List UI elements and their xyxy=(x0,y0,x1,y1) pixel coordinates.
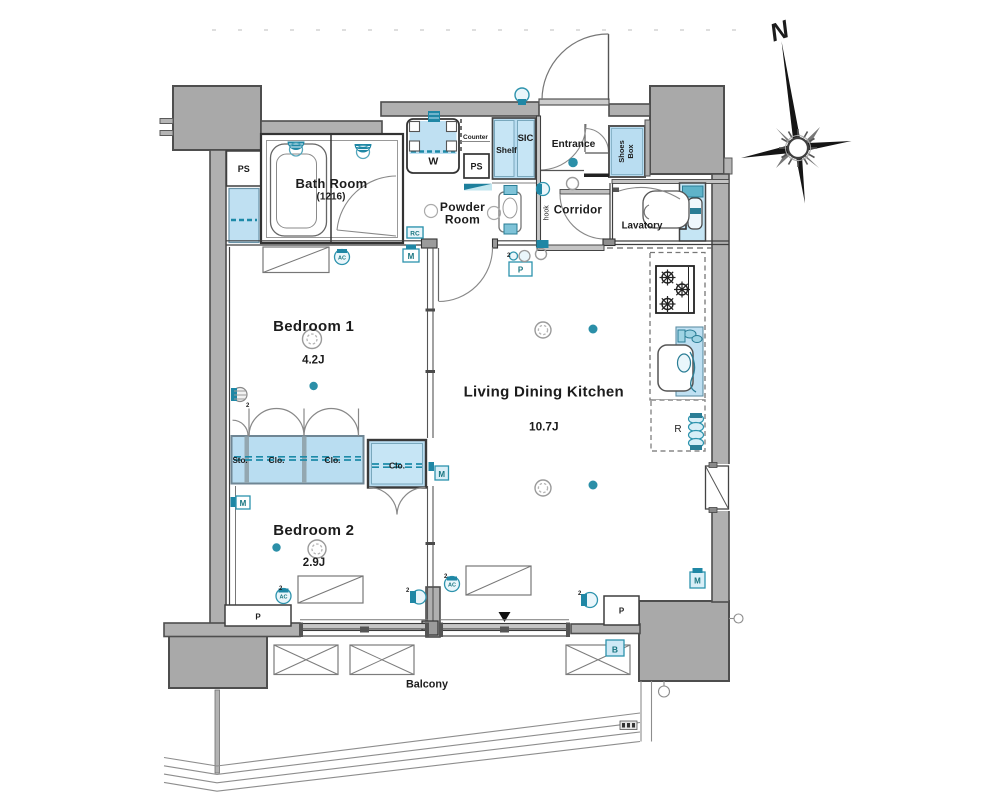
svg-text:AC: AC xyxy=(280,595,288,601)
svg-text:SIC: SIC xyxy=(518,133,534,144)
svg-text:Bedroom 2: Bedroom 2 xyxy=(273,522,354,539)
svg-text:Clo.: Clo. xyxy=(268,455,284,465)
svg-text:Box: Box xyxy=(626,144,635,159)
svg-text:Clo.: Clo. xyxy=(324,455,340,465)
svg-text:Bedroom 1: Bedroom 1 xyxy=(273,318,354,335)
svg-text:4.2J: 4.2J xyxy=(302,355,324,367)
svg-text:Shelf: Shelf xyxy=(496,145,517,155)
svg-text:Lavatory: Lavatory xyxy=(622,221,663,232)
svg-text:Living Dining Kitchen: Living Dining Kitchen xyxy=(464,384,624,401)
svg-text:R: R xyxy=(674,424,681,435)
svg-text:M: M xyxy=(438,470,445,479)
svg-text:Shoes: Shoes xyxy=(617,140,626,163)
svg-text:Counter: Counter xyxy=(463,134,488,141)
svg-text:Entrance: Entrance xyxy=(552,139,596,150)
svg-text:10.7J: 10.7J xyxy=(529,420,559,434)
svg-text:Balcony: Balcony xyxy=(406,679,448,691)
svg-text:2: 2 xyxy=(406,588,410,594)
svg-text:Room: Room xyxy=(445,213,480,227)
svg-text:Clo.: Clo. xyxy=(389,461,405,471)
svg-text:P: P xyxy=(518,266,524,275)
svg-text:(1216): (1216) xyxy=(317,192,346,203)
svg-text:B: B xyxy=(612,645,618,655)
svg-text:P: P xyxy=(255,613,261,622)
svg-text:AC: AC xyxy=(448,583,456,589)
svg-text:2: 2 xyxy=(444,574,448,580)
svg-text:P: P xyxy=(619,607,625,616)
svg-text:2: 2 xyxy=(507,253,511,259)
svg-text:PS: PS xyxy=(238,164,250,174)
svg-text:N: N xyxy=(767,15,794,48)
svg-text:hook: hook xyxy=(544,205,551,221)
svg-text:M: M xyxy=(240,499,247,508)
svg-text:AC: AC xyxy=(338,256,346,262)
svg-text:2: 2 xyxy=(279,586,283,592)
svg-text:Corridor: Corridor xyxy=(554,205,603,217)
svg-text:PS: PS xyxy=(470,162,482,172)
svg-text:M: M xyxy=(408,252,415,261)
svg-text:RC: RC xyxy=(410,231,420,238)
svg-text:2.9J: 2.9J xyxy=(303,557,325,569)
svg-text:W: W xyxy=(428,156,438,168)
svg-text:Bath Room: Bath Room xyxy=(295,176,367,191)
svg-text:2: 2 xyxy=(578,591,582,597)
svg-text:Sto.: Sto. xyxy=(232,456,247,465)
svg-text:Powder: Powder xyxy=(440,200,485,214)
svg-text:M: M xyxy=(694,577,701,586)
svg-text:2: 2 xyxy=(246,403,250,409)
